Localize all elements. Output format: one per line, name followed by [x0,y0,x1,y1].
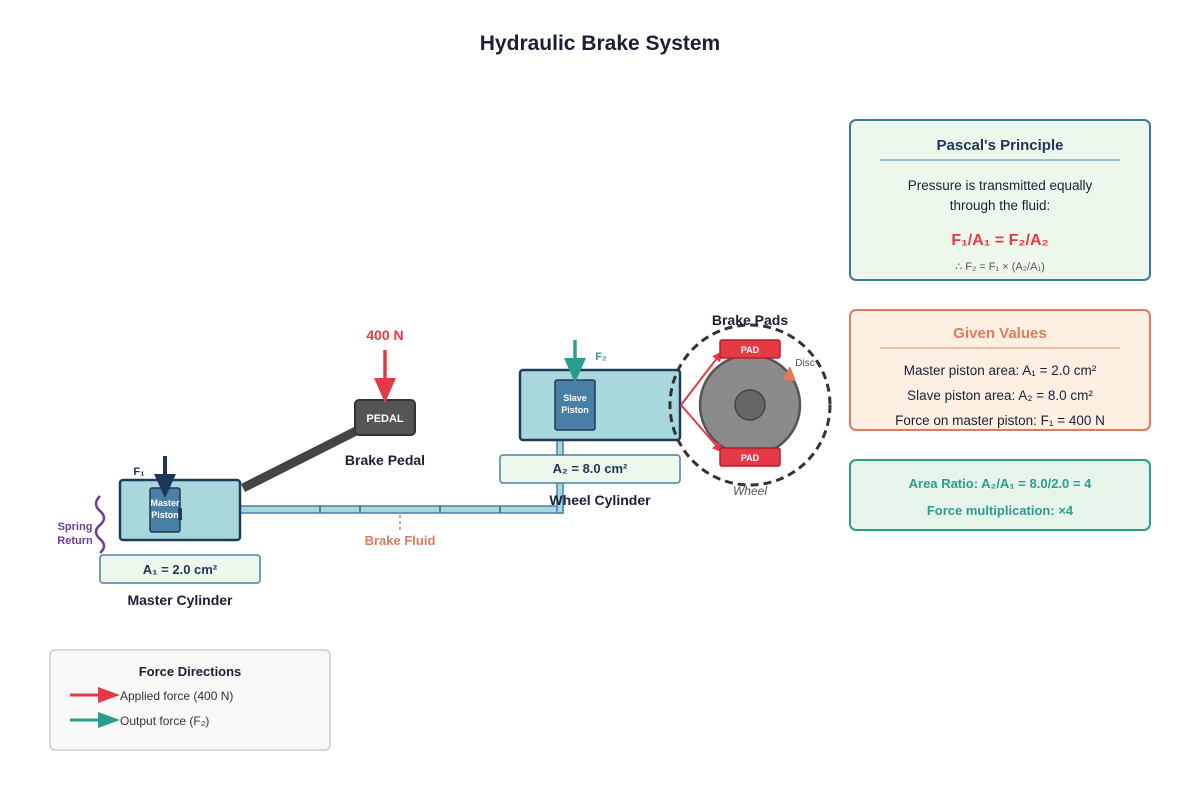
result-multiplication: Force multiplication: ×4 [927,503,1074,518]
master-piston-rod [178,508,182,520]
pedal-force-arrow [374,350,396,403]
disc-label: Disc [795,358,814,369]
given-item-3: Force on master piston: F₁ = 400 N [895,413,1105,428]
brake-pad-top-label: PAD [741,345,760,355]
fluid-label: Brake Fluid [365,533,436,548]
legend-output-arrow-icon [70,712,120,728]
wheel-area-box [499,454,681,484]
given-title: Given Values [953,325,1046,342]
spring-label-2: Return [57,535,93,547]
legend-box [49,649,331,751]
brake-pads-caption: Brake Pads [712,312,788,328]
slave-piston-label-1: Slave [563,393,587,403]
pedal-force-label: 400 N [366,327,403,343]
wheel-cylinder-body [518,368,682,442]
result-ratio: Area Ratio: A₂/A₁ = 8.0/2.0 = 4 [909,476,1092,491]
master-force-label: F₁ [133,466,145,478]
pascal-derived: ∴ F₂ = F₁ × (A₂/A₁) [955,261,1045,273]
master-area-box [99,554,261,584]
master-area-label: A₁ = 2.0 cm² [143,562,218,577]
legend-title: Force Directions [139,664,242,679]
wheel-outline [668,323,832,487]
pedal-box-label: PEDAL [366,413,404,425]
pascal-formula: F₁/A₁ = F₂/A₂ [951,232,1048,249]
pad-force-line-bottom [680,404,723,453]
disc-hub [734,389,766,421]
disc-rotation-icon [782,366,796,381]
output-force-arrow [564,340,586,383]
pedal-lever [240,423,365,493]
given-item-2: Slave piston area: A₂ = 8.0 cm² [907,388,1093,403]
legend-applied-label: Applied force (400 N) [120,689,233,703]
master-cylinder: Master Piston [118,478,242,542]
brake-pad-bottom [719,447,781,467]
legend-output-label: Output force (F₂) [120,714,209,728]
pad-force-line-top [680,351,723,406]
wheel-cylinder-caption: Wheel Cylinder [549,492,651,508]
master-piston-label-1: Master [150,498,180,508]
wheel-label: Wheel [733,484,767,498]
master-piston-label-2: Piston [151,510,179,520]
spring-icon [94,495,106,554]
output-force-label: F₂ [595,351,607,363]
brake-pad-bottom-label: PAD [741,453,760,463]
pascal-line1: Pressure is transmitted equally [908,178,1093,193]
diagram-title: Hydraulic Brake System [480,32,720,55]
pascal-line2: through the fluid: [950,198,1051,213]
pedal-caption: Brake Pedal [345,452,425,468]
given-box [849,309,1151,431]
master-cylinder-caption: Master Cylinder [127,592,233,608]
pascal-title: Pascal's Principle [937,137,1064,154]
result-box [849,459,1151,531]
given-item-1: Master piston area: A₁ = 2.0 cm² [904,363,1097,378]
legend-applied-arrow-icon [70,687,120,703]
master-force-arrow [154,456,176,498]
brake-pad-top [719,339,781,359]
spring-label-1: Spring [58,521,93,533]
wheel-area-label: A₂ = 8.0 cm² [553,461,628,476]
slave-piston-label-2: Piston [561,405,589,415]
wheel-cylinder: Slave Piston [518,368,682,442]
